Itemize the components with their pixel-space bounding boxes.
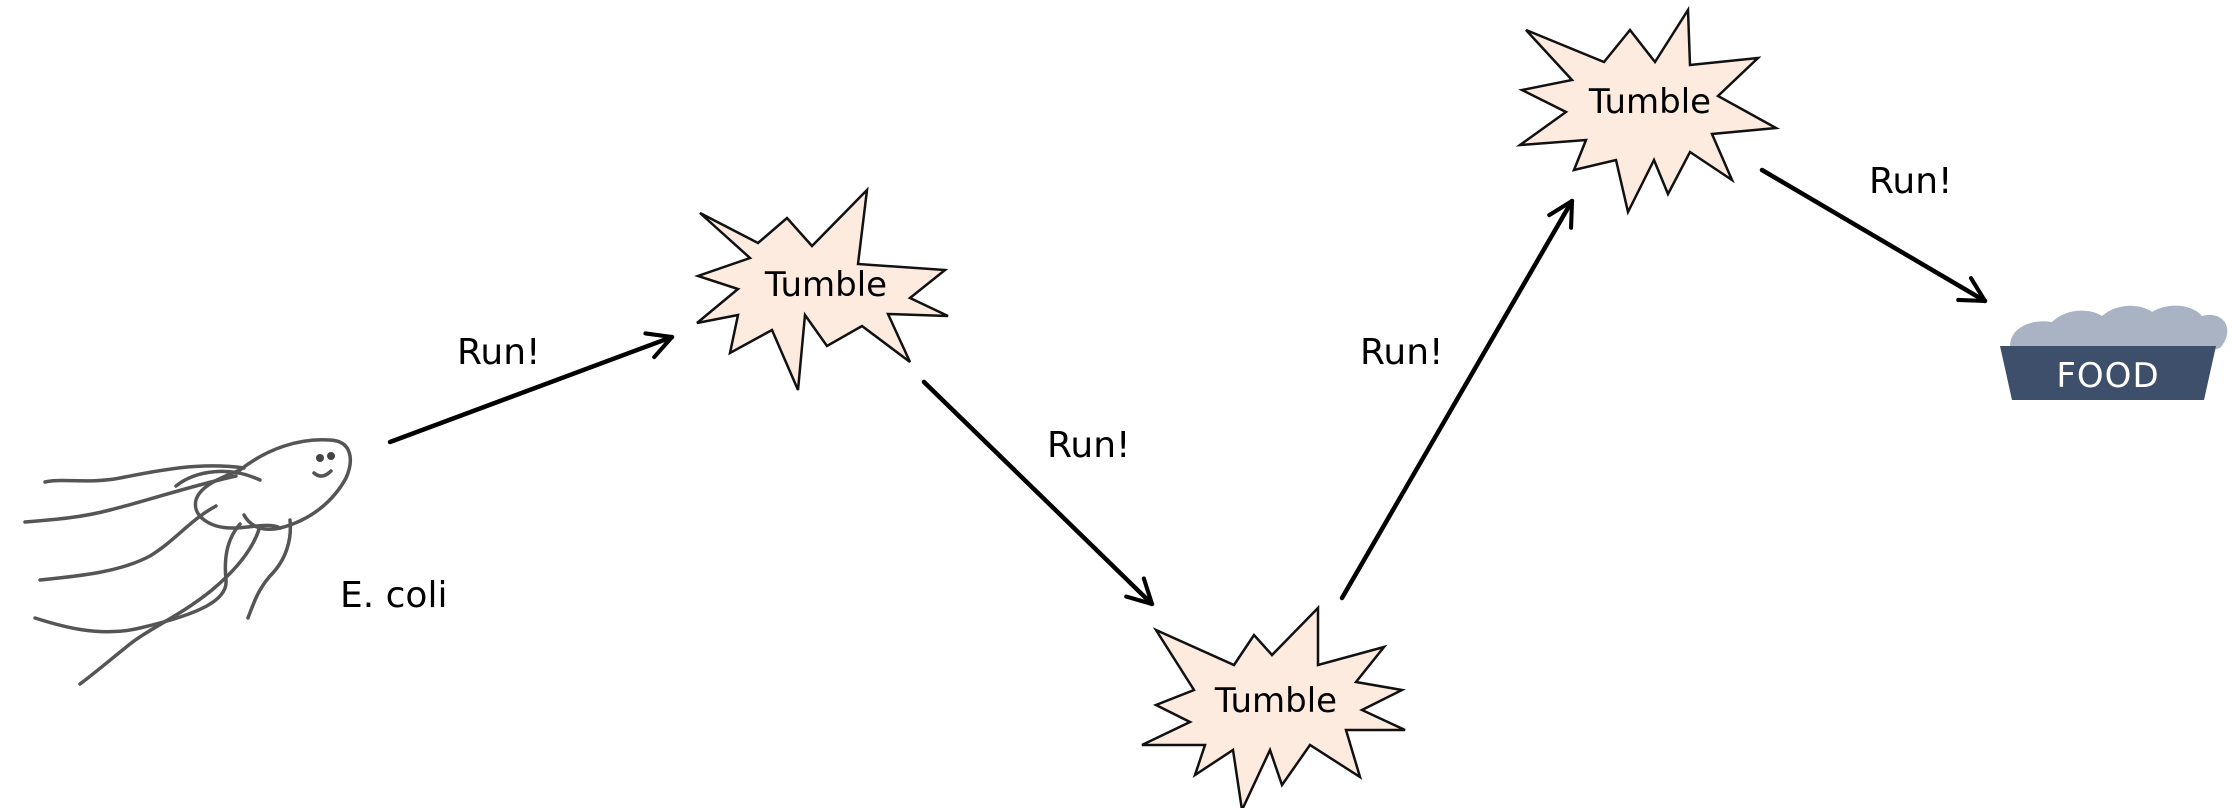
burst-shape bbox=[1141, 604, 1406, 808]
run-label-1: Run! bbox=[457, 332, 540, 373]
food-pile bbox=[2010, 305, 2228, 352]
run-arrow-4 bbox=[1759, 167, 1988, 304]
run-arrow-2 bbox=[921, 379, 1155, 607]
run-label-4: Run! bbox=[1869, 161, 1952, 202]
run-arrow-1 bbox=[387, 331, 675, 445]
run-label-3: Run! bbox=[1360, 332, 1443, 373]
food-label: FOOD bbox=[2056, 356, 2159, 396]
e-coli-drawing bbox=[23, 438, 353, 686]
tumble-label-1: Tumble bbox=[764, 265, 887, 305]
burst-shape bbox=[1515, 5, 1781, 216]
tumble-label-3: Tumble bbox=[1588, 82, 1711, 122]
tumble-label-2: Tumble bbox=[1214, 681, 1337, 721]
tumble-burst-1: Tumble bbox=[694, 186, 949, 391]
burst-shape bbox=[694, 186, 949, 391]
tumble-burst-2: Tumble bbox=[1141, 604, 1406, 808]
e-coli-label: E. coli bbox=[340, 575, 447, 616]
tumble-burst-3: Tumble bbox=[1515, 5, 1781, 216]
run-label-2: Run! bbox=[1047, 425, 1130, 466]
food-tray bbox=[2000, 346, 2216, 400]
food-bowl: FOOD bbox=[2000, 305, 2228, 400]
run-arrow-3 bbox=[1339, 198, 1575, 601]
